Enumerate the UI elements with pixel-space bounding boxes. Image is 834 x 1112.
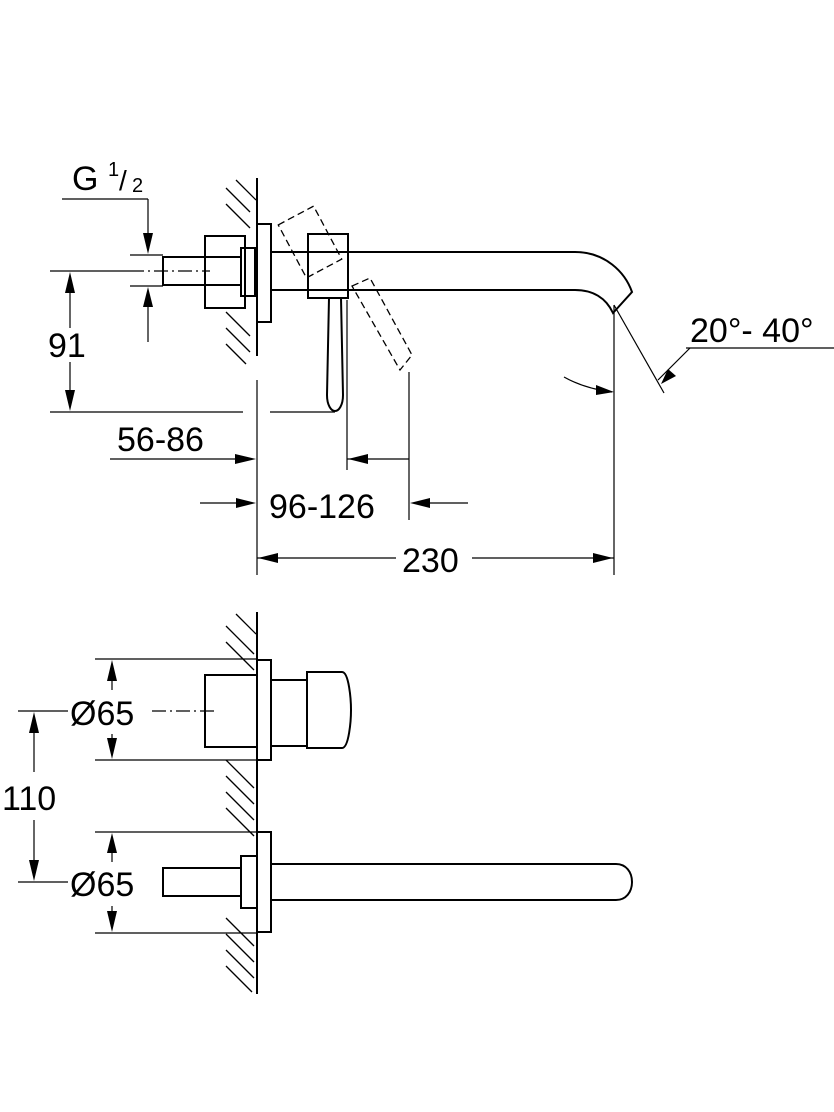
thread-dimension: G 1 / 2 xyxy=(62,159,163,342)
inlet-connector xyxy=(130,235,256,309)
thread-fraction-slash: / xyxy=(119,165,127,196)
depth-dimension: 56-86 xyxy=(110,380,258,575)
lever-dimension: 96-126 xyxy=(200,300,468,526)
diameter-bottom-dimension: Ø65 xyxy=(70,831,257,934)
spout xyxy=(271,251,634,315)
lever-handle xyxy=(307,233,349,413)
diameter-top-dimension: Ø65 xyxy=(70,658,257,761)
lever-value: 96-126 xyxy=(269,488,375,526)
length-value: 230 xyxy=(402,542,459,580)
mixer-body xyxy=(152,659,353,761)
wall-front-view xyxy=(225,612,258,994)
lever-swing-dashed xyxy=(277,205,413,372)
diameter-bottom-value: Ø65 xyxy=(70,866,134,904)
thread-label: G xyxy=(72,160,98,198)
angle-value: 20°- 40° xyxy=(690,312,814,350)
length-dimension: 230 xyxy=(257,305,615,580)
thread-fraction-denominator: 2 xyxy=(132,175,143,197)
diameter-top-value: Ø65 xyxy=(70,695,134,733)
side-view: G 1 / 2 91 56-86 xyxy=(48,159,834,580)
depth-value: 56-86 xyxy=(117,421,204,459)
spout-front xyxy=(162,831,634,933)
height-dimension: 91 xyxy=(48,270,335,413)
wall-plate xyxy=(256,223,272,323)
thread-fraction-numerator: 1 xyxy=(108,159,119,181)
height-value: 91 xyxy=(48,327,86,365)
angle-dimension: 20°- 40° xyxy=(563,304,834,395)
spacing-value: 110 xyxy=(2,780,56,818)
front-view: Ø65 110 Ø65 xyxy=(2,612,634,994)
spacing-dimension: 110 xyxy=(2,710,68,883)
